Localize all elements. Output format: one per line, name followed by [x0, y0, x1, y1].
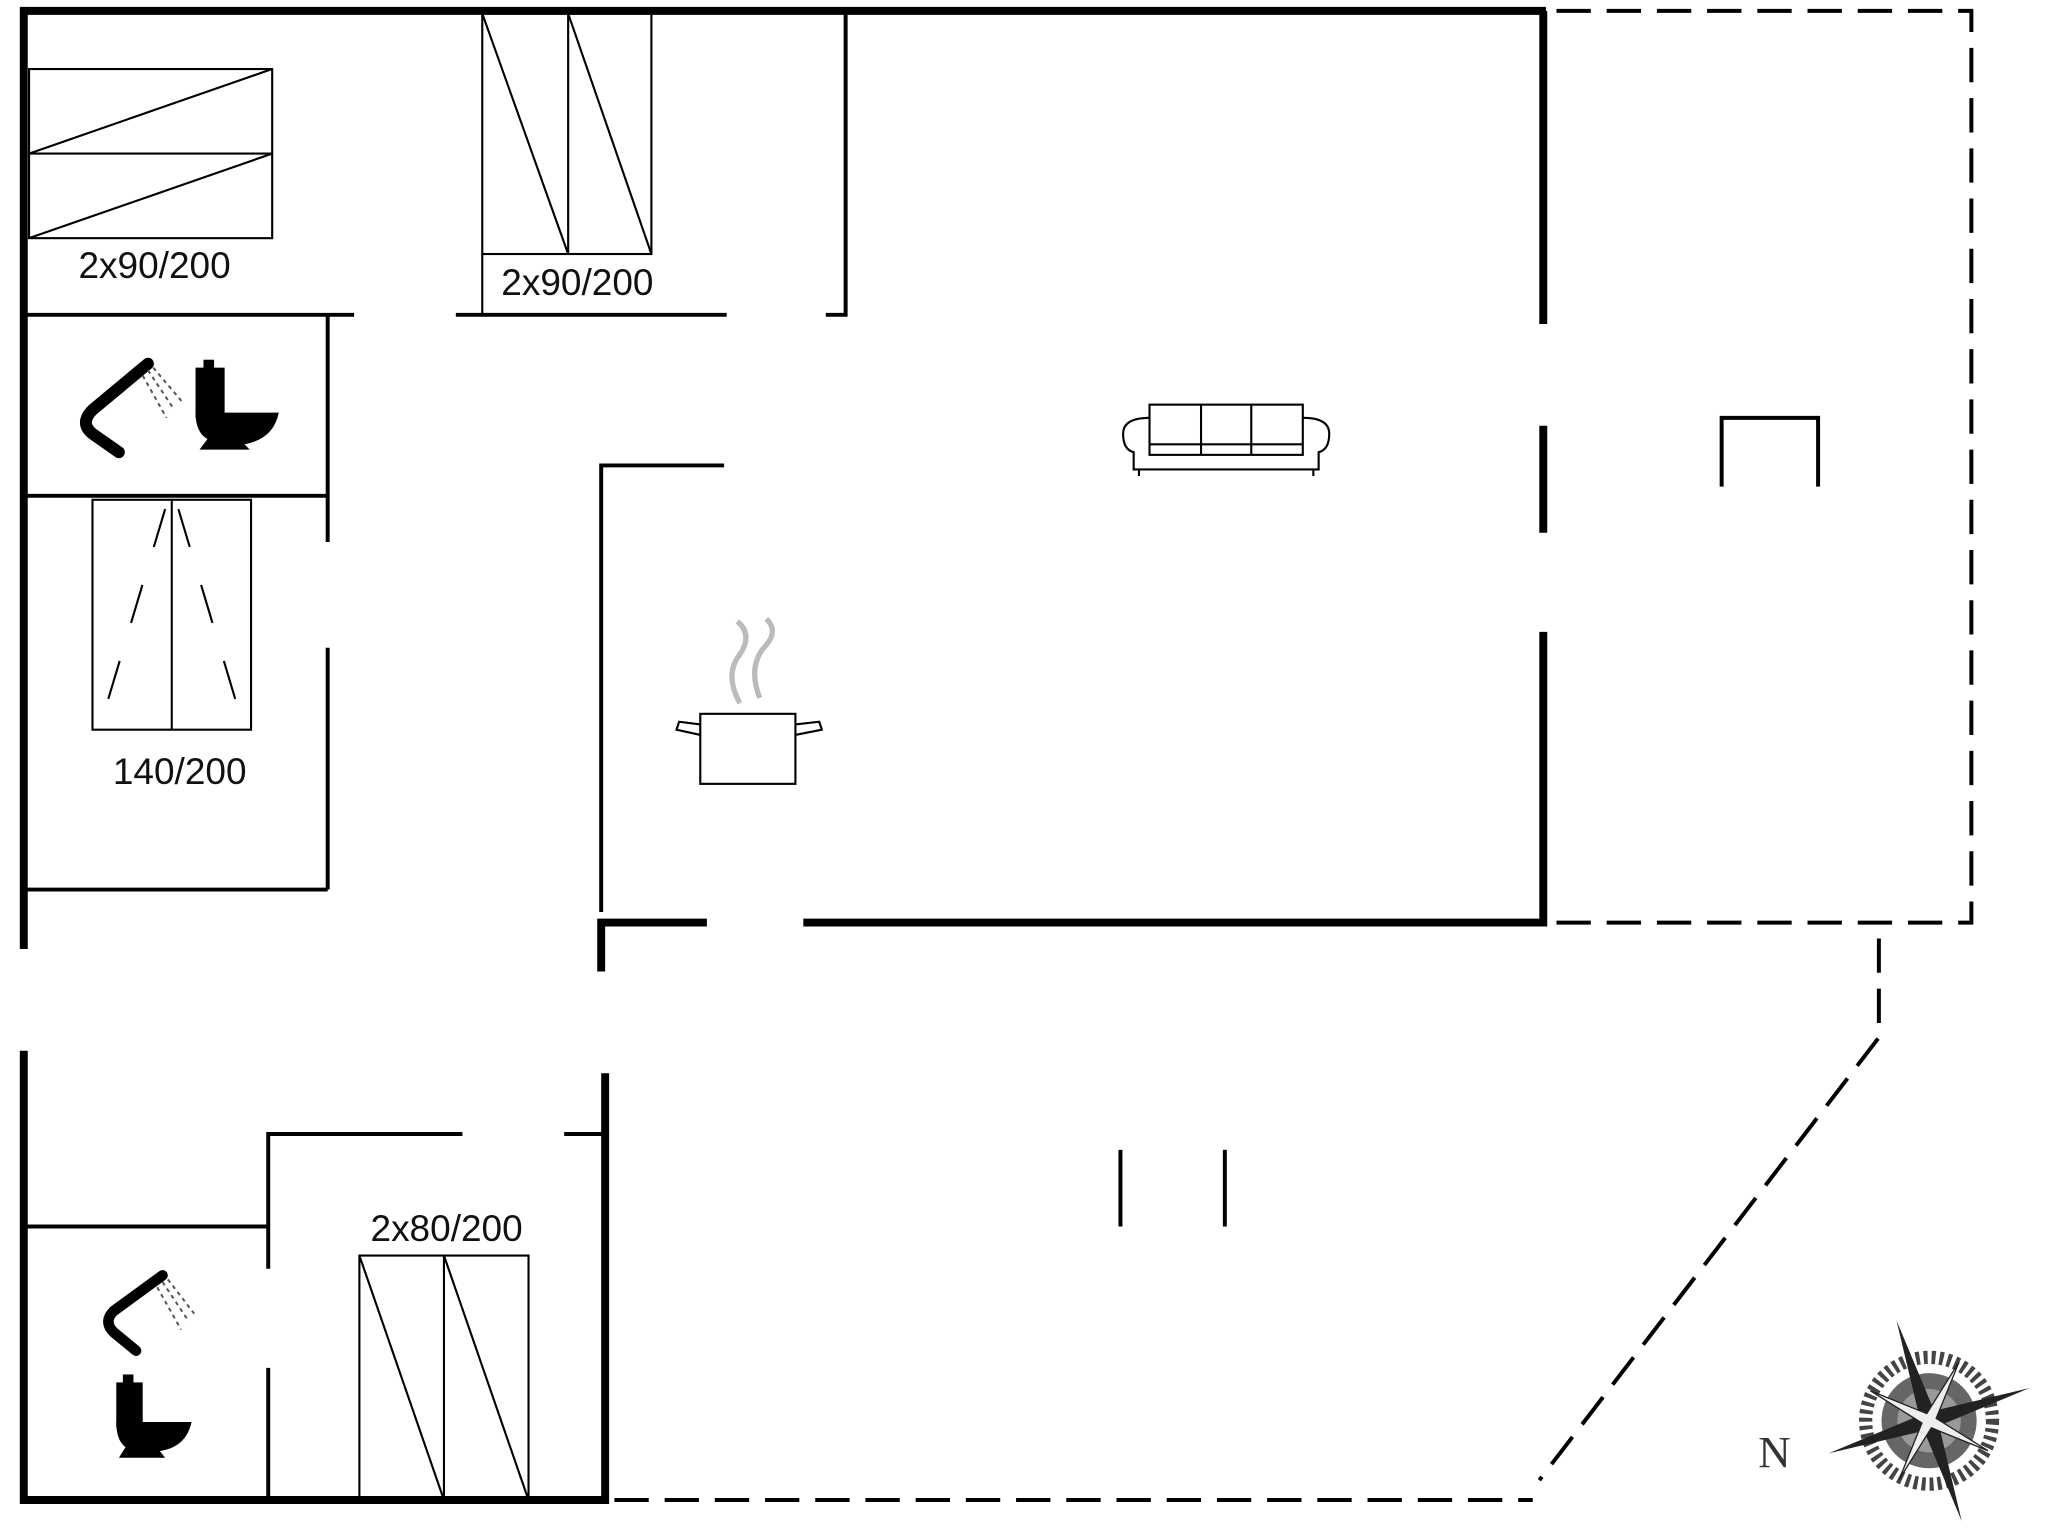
bed-label: 2x90/200: [78, 245, 230, 286]
bed-2x90-top-left: 2x90/200: [28, 67, 274, 286]
sofa-icon: [1122, 403, 1331, 476]
bed-label: 140/200: [113, 751, 247, 792]
shower-icon: [103, 1270, 196, 1356]
exterior-walls: [19, 6, 1548, 1504]
shower-icon: [79, 357, 184, 459]
interior-walls: [23, 10, 1821, 1500]
toilet-icon: [195, 359, 279, 450]
cooking-pot-icon: [675, 616, 824, 785]
terrace-outline: [614, 8, 1974, 1502]
compass-rose-icon: [1828, 1320, 2030, 1522]
bed-140: 140/200: [91, 498, 253, 792]
north-label: N: [1758, 1427, 1790, 1477]
toilet-icon: [116, 1374, 192, 1458]
bed-label: 2x80/200: [371, 1208, 523, 1249]
bed-label: 2x90/200: [501, 262, 653, 303]
bed-2x80: 2x80/200: [358, 1208, 530, 1502]
bed-2x90-top-middle: 2x90/200: [481, 12, 653, 315]
